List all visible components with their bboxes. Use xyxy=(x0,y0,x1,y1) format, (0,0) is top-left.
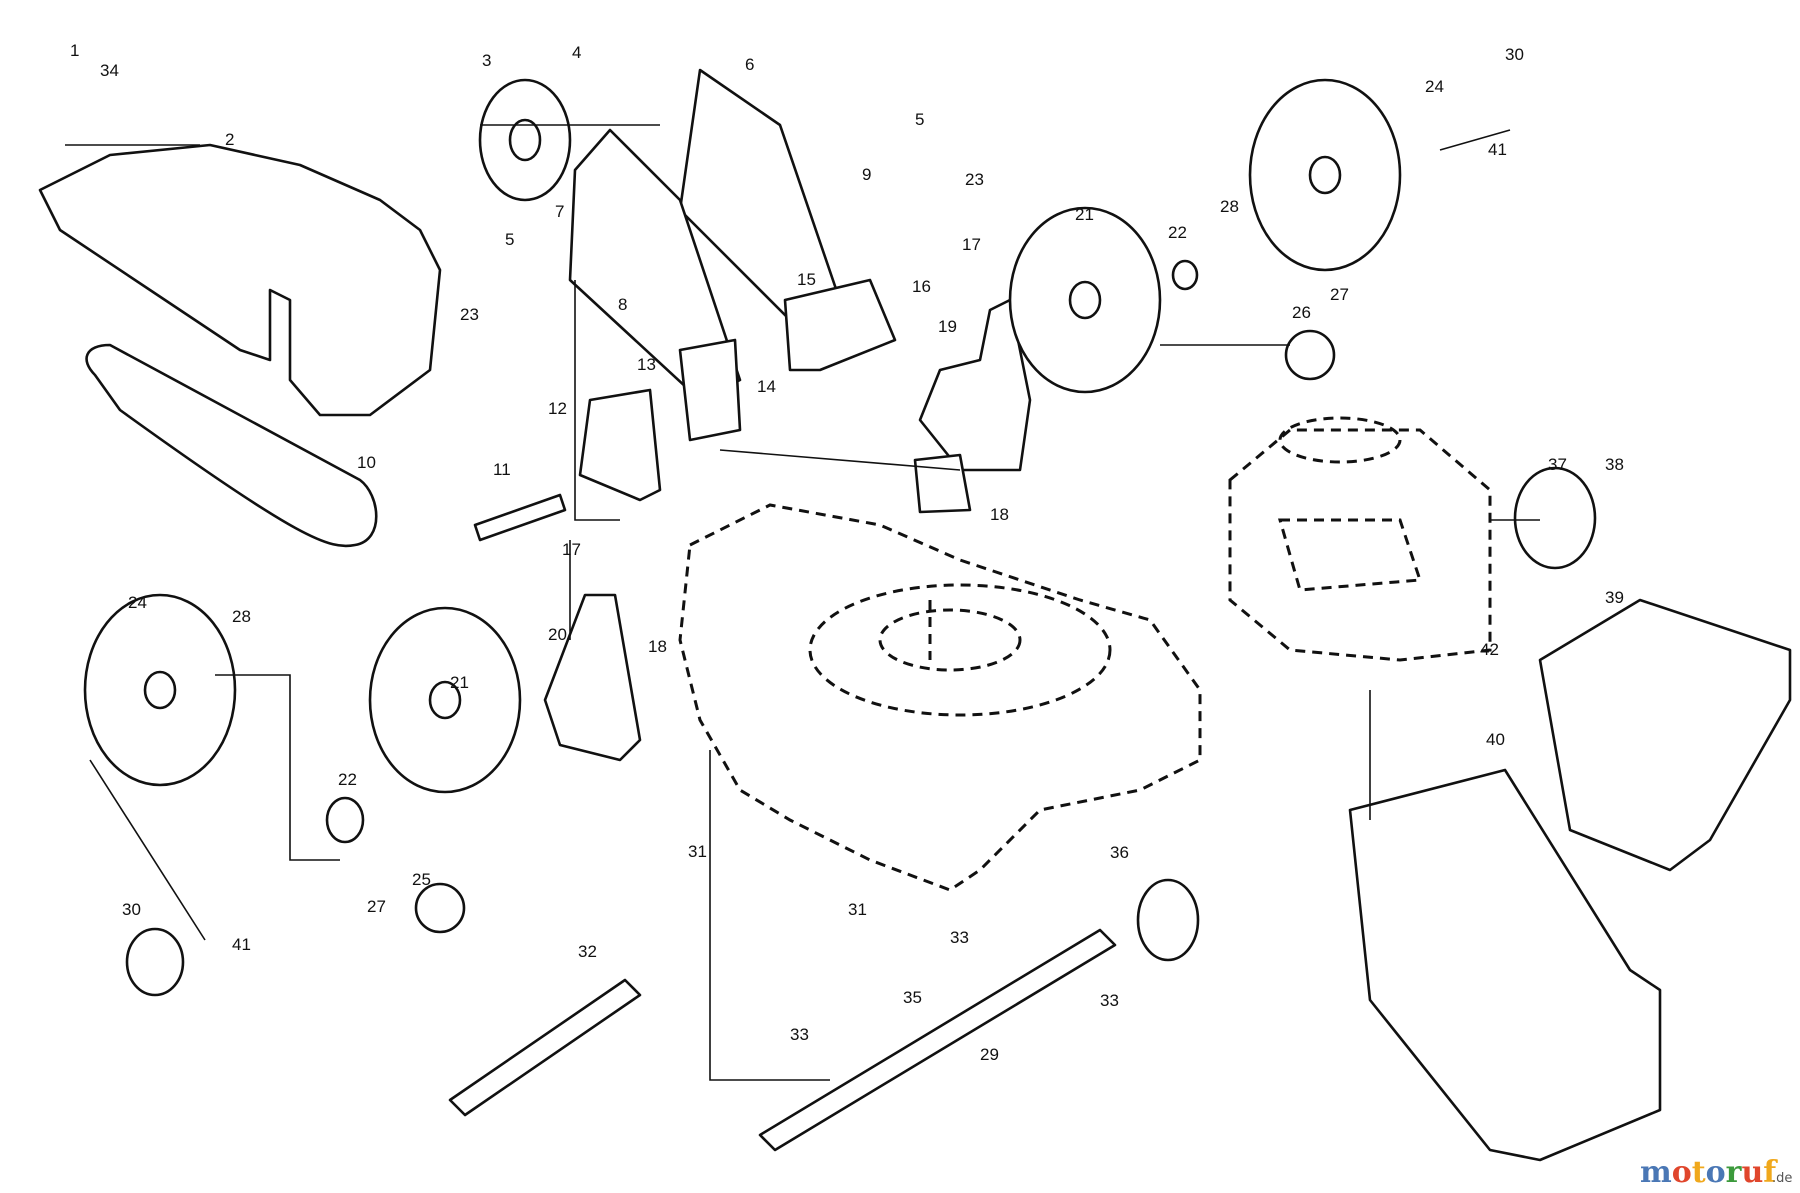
callout-17a: 17 xyxy=(962,235,981,254)
callout-38: 38 xyxy=(1605,455,1624,474)
callout-21b: 21 xyxy=(450,673,469,692)
callout-3: 3 xyxy=(482,51,491,70)
callout-25: 25 xyxy=(412,870,431,889)
axle-rod xyxy=(758,928,1117,1152)
drive-belt xyxy=(85,343,378,548)
callout-20: 20 xyxy=(548,625,567,644)
callout-labels: 1 2 3 4 5 5 6 7 8 9 10 11 12 13 14 15 16… xyxy=(70,41,1624,1064)
engine xyxy=(1228,416,1492,662)
callout-34: 34 xyxy=(100,61,119,80)
callout-30a: 30 xyxy=(1505,45,1524,64)
wheel-front-left xyxy=(368,606,522,794)
svg-text:motoruf: motoruf xyxy=(1640,1155,1778,1190)
height-bracket xyxy=(578,388,662,502)
callout-11: 11 xyxy=(493,460,511,479)
callout-15: 15 xyxy=(797,270,816,289)
watermark-logo: motoruf .de xyxy=(1640,1155,1792,1190)
grass-catcher-bag xyxy=(1348,768,1662,1162)
callout-21a: 21 xyxy=(1075,205,1094,224)
wheel-rear-left xyxy=(83,593,237,787)
wm-letter: o xyxy=(1706,1155,1726,1190)
callout-35: 35 xyxy=(903,988,922,1007)
callout-22a: 22 xyxy=(1168,223,1187,242)
callout-31a: 31 xyxy=(688,842,707,861)
grass-catcher-frame xyxy=(1538,598,1792,872)
callout-9: 9 xyxy=(862,165,871,184)
bolt xyxy=(473,493,567,542)
callout-6: 6 xyxy=(745,55,754,74)
callout-28b: 28 xyxy=(232,607,251,626)
callout-30b: 30 xyxy=(122,900,141,919)
callout-26: 26 xyxy=(1292,303,1311,322)
callout-14: 14 xyxy=(757,377,776,396)
callout-33b: 33 xyxy=(1100,991,1119,1010)
callout-16: 16 xyxy=(912,277,931,296)
callout-13: 13 xyxy=(637,355,656,374)
callout-23a: 23 xyxy=(965,170,984,189)
callout-24a: 24 xyxy=(1425,77,1444,96)
callout-18b: 18 xyxy=(648,637,667,656)
height-adjuster-rear xyxy=(543,593,642,762)
hub-washer xyxy=(325,796,365,844)
callout-17b: 17 xyxy=(562,540,581,559)
callout-27b: 27 xyxy=(367,897,386,916)
callout-24b: 24 xyxy=(128,593,147,612)
callout-41b: 41 xyxy=(232,935,251,954)
callout-22b: 22 xyxy=(338,770,357,789)
spacer-plate xyxy=(678,338,742,442)
hub-washer-right xyxy=(1171,259,1199,291)
pulley xyxy=(478,78,572,202)
callout-1: 1 xyxy=(70,41,79,60)
wm-letter: r xyxy=(1726,1155,1743,1190)
drive-pulley xyxy=(1136,878,1200,962)
callout-31b: 31 xyxy=(848,900,867,919)
callout-33c: 33 xyxy=(790,1025,809,1044)
drive-gear-left xyxy=(414,882,466,934)
callout-5b: 5 xyxy=(505,230,514,249)
bracket-plate-front xyxy=(913,453,972,514)
wm-letter: u xyxy=(1741,1155,1763,1190)
callout-19: 19 xyxy=(938,317,957,336)
callout-36: 36 xyxy=(1110,843,1129,862)
gearbox xyxy=(783,278,897,372)
belt-cover xyxy=(38,143,442,417)
callout-4: 4 xyxy=(572,43,581,62)
wheel-front-right xyxy=(1008,206,1162,394)
callout-12: 12 xyxy=(548,399,567,418)
callout-37: 37 xyxy=(1548,455,1567,474)
callout-29: 29 xyxy=(980,1045,999,1064)
leader-lines xyxy=(65,124,1540,1081)
callout-40: 40 xyxy=(1486,730,1505,749)
callout-23b: 23 xyxy=(460,305,479,324)
callout-18a: 18 xyxy=(990,505,1009,524)
wm-letter: o xyxy=(1672,1155,1692,1190)
callout-42: 42 xyxy=(1480,640,1499,659)
callout-2: 2 xyxy=(225,130,234,149)
wheel-rear-right xyxy=(1248,78,1402,272)
callout-5a: 5 xyxy=(915,110,924,129)
wm-letter: t xyxy=(1692,1155,1706,1190)
callout-8: 8 xyxy=(618,295,627,314)
callout-32: 32 xyxy=(578,942,597,961)
wm-letter: m xyxy=(1640,1155,1672,1190)
mower-deck xyxy=(678,503,1202,892)
callout-10: 10 xyxy=(357,453,376,472)
drive-gear-right xyxy=(1284,329,1336,381)
hub-cap xyxy=(125,927,185,997)
callout-7: 7 xyxy=(555,202,564,221)
callout-41a: 41 xyxy=(1488,140,1507,159)
rear-shaft xyxy=(448,978,642,1117)
watermark-suffix: .de xyxy=(1772,1171,1792,1186)
callout-33a: 33 xyxy=(950,928,969,947)
callout-28a: 28 xyxy=(1220,197,1239,216)
callout-39: 39 xyxy=(1605,588,1624,607)
callout-27a: 27 xyxy=(1330,285,1349,304)
wm-letter: f xyxy=(1763,1155,1778,1190)
engine-pulley xyxy=(1513,466,1597,570)
